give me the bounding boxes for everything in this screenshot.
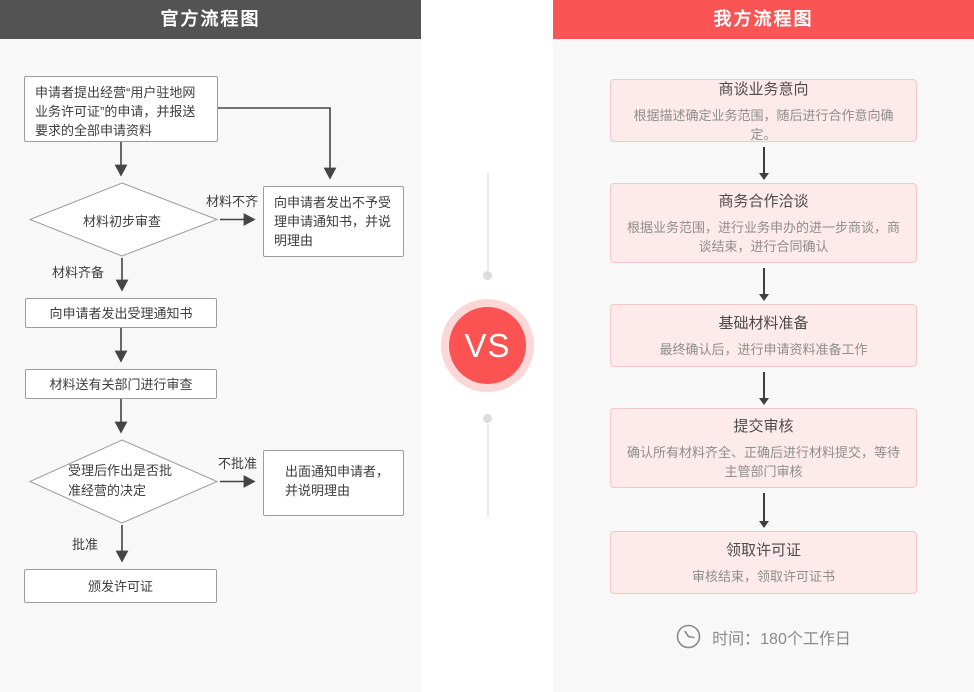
node-application: 申请者提出经营“用户驻地网业务许可证”的申请，并报送要求的全部申请资料 <box>24 76 218 142</box>
step-material-preparation: 基础材料准备 最终确认后，进行申请资料准备工作 <box>610 304 917 367</box>
decision-diamond <box>28 439 219 524</box>
node-initial-review-label: 材料初步审查 <box>82 214 161 229</box>
official-flow-header: 官方流程图 <box>0 0 421 39</box>
node-accept-notice: 向申请者发出受理通知书 <box>25 298 217 328</box>
initial-review-diamond <box>28 182 219 257</box>
official-flow-title: 官方流程图 <box>160 9 261 29</box>
vs-label: VS <box>464 326 511 364</box>
node-decision-label: 受理后作出是否批准经营的决定 <box>68 463 173 498</box>
step-cooperation-talks: 商务合作洽谈 根据业务范围，进行业务申办的进一步商谈，商谈结束，进行合同确认 <box>610 183 917 263</box>
divider-line-bottom <box>487 424 489 517</box>
node-dept-review: 材料送有关部门进行审查 <box>25 369 217 399</box>
step-desc: 根据业务范围，进行业务申办的进一步商谈，商谈结束，进行合同确认 <box>626 220 900 254</box>
divider-dot-top <box>483 271 492 280</box>
our-flow-title: 我方流程图 <box>713 9 814 29</box>
edge-label-incomplete: 材料不齐 <box>206 194 259 209</box>
vs-badge: VS <box>441 299 534 392</box>
divider-line-top <box>487 172 489 271</box>
arrow-step2-step3 <box>759 268 769 301</box>
step-title: 商谈业务意向 <box>718 80 809 98</box>
official-flow-panel: 官方流程图 申请者提出经营“用户驻地网业务许可证”的申请，并报送要求的全部申请资… <box>0 0 421 692</box>
step-title: 商务合作洽谈 <box>718 193 809 210</box>
step-submit-review: 提交审核 确认所有材料齐全、正确后进行材料提交，等待主管部门审核 <box>610 408 917 488</box>
edge-label-approved: 批准 <box>72 537 99 552</box>
step-desc: 根据描述确定业务范围，随后进行合作意向确定。 <box>633 107 894 142</box>
vs-circle: VS <box>449 307 526 384</box>
edge-label-not-approved: 不批准 <box>218 456 258 471</box>
clock-icon <box>676 624 701 649</box>
step-receive-license: 领取许可证 审核结束，领取许可证书 <box>610 531 917 594</box>
arrow-step3-step4 <box>759 372 769 405</box>
arrow-step1-step2 <box>759 147 769 180</box>
node-reject-notice: 向申请者发出不予受理申请通知书，并说明理由 <box>263 186 404 257</box>
our-flow-panel: 我方流程图 商谈业务意向 根据描述确定业务范围，随后进行合作意向确定。 商务合作… <box>553 0 974 692</box>
duration-note: 时间：180个工作日 <box>553 624 974 649</box>
duration-text: 时间：180个工作日 <box>712 630 851 648</box>
node-issue-license: 颁发许可证 <box>24 569 217 603</box>
arrow-step4-step5 <box>759 493 769 528</box>
step-desc: 审核结束，领取许可证书 <box>691 569 835 584</box>
step-business-intent: 商谈业务意向 根据描述确定业务范围，随后进行合作意向确定。 <box>610 79 917 142</box>
our-flow-header: 我方流程图 <box>553 0 974 39</box>
arrow-start-to-reject <box>218 107 337 180</box>
step-title: 基础材料准备 <box>718 315 809 332</box>
step-title: 领取许可证 <box>725 542 801 559</box>
node-refuse-notice: 出面通知申请者，并说明理由 <box>263 450 404 516</box>
divider-dot-bottom <box>483 414 492 423</box>
step-title: 提交审核 <box>733 418 794 435</box>
step-desc: 确认所有材料齐全、正确后进行材料提交，等待主管部门审核 <box>626 445 900 479</box>
flow-connectors <box>28 107 337 563</box>
step-desc: 最终确认后，进行申请资料准备工作 <box>659 342 868 357</box>
vs-divider: VS <box>421 0 553 692</box>
edge-label-complete: 材料齐备 <box>52 265 105 280</box>
